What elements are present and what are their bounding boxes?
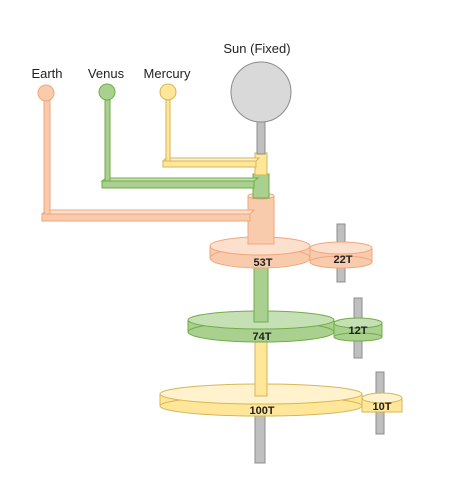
venus-arm [98, 83, 260, 189]
mercury-pinion-gear [361, 392, 403, 413]
mercury-drive-gear-label: 100T [249, 405, 274, 417]
earth-sleeve [247, 192, 275, 245]
venus-pinion-gear [333, 317, 383, 342]
earth-pinion-gear-label: 22T [334, 254, 353, 266]
venus-planet [98, 83, 116, 101]
mercury-drive-gear [159, 383, 363, 417]
earth-drive-gear-label: 53T [254, 257, 273, 269]
venus-pinion-gear-label: 12T [349, 325, 368, 337]
sun-body [230, 61, 292, 123]
sun-label: Sun (Fixed) [223, 41, 290, 56]
venus-label: Venus [88, 66, 125, 81]
venus-drive-gear-label: 74T [253, 331, 272, 343]
mercury-label: Mercury [144, 66, 191, 81]
mercury-tube [254, 339, 268, 397]
mercury-arm [159, 83, 261, 168]
mercury-planet [159, 83, 177, 101]
mercury-pinion-gear-label: 10T [373, 401, 392, 413]
earth-label: Earth [31, 66, 62, 81]
earth-arm [37, 84, 256, 222]
earth-planet [37, 84, 55, 102]
venus-tube [253, 261, 269, 323]
sun-shaft [256, 117, 266, 155]
mercury-collar [254, 152, 268, 176]
earth-drive-gear [209, 236, 311, 269]
earth-pinion-gear [309, 241, 373, 269]
